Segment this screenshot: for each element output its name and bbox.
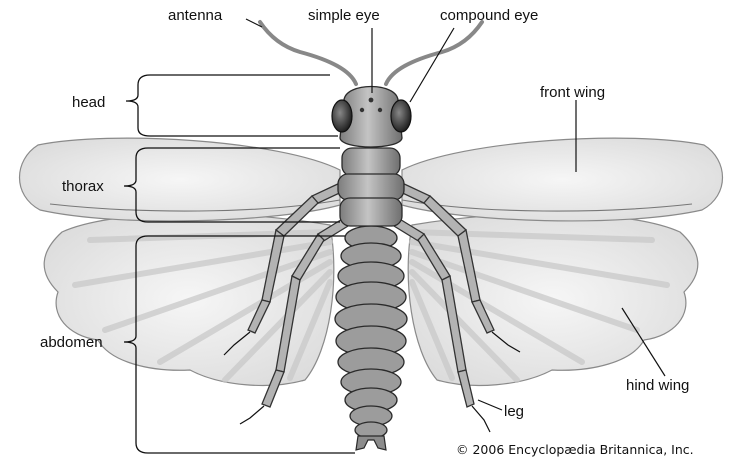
simple-eye (369, 98, 374, 103)
copyright-credit: © 2006 Encyclopædia Britannica, Inc. (456, 442, 694, 457)
label-hind-wing: hind wing (626, 377, 689, 394)
label-leg: leg (504, 403, 524, 420)
insect-body (332, 87, 411, 451)
label-head: head (72, 94, 105, 111)
compound-eye-left (332, 100, 352, 132)
label-simple-eye: simple eye (308, 7, 380, 24)
label-thorax: thorax (62, 178, 104, 195)
label-compound-eye: compound eye (440, 7, 538, 24)
thorax-body (338, 148, 404, 226)
compound-eye-right (391, 100, 411, 132)
label-abdomen: abdomen (40, 334, 103, 351)
front-wing-right (402, 138, 723, 221)
head-capsule (332, 87, 411, 148)
label-antenna: antenna (168, 7, 223, 24)
label-front-wing: front wing (540, 84, 605, 101)
head-brace (126, 75, 338, 136)
abdomen-segments (335, 226, 407, 450)
